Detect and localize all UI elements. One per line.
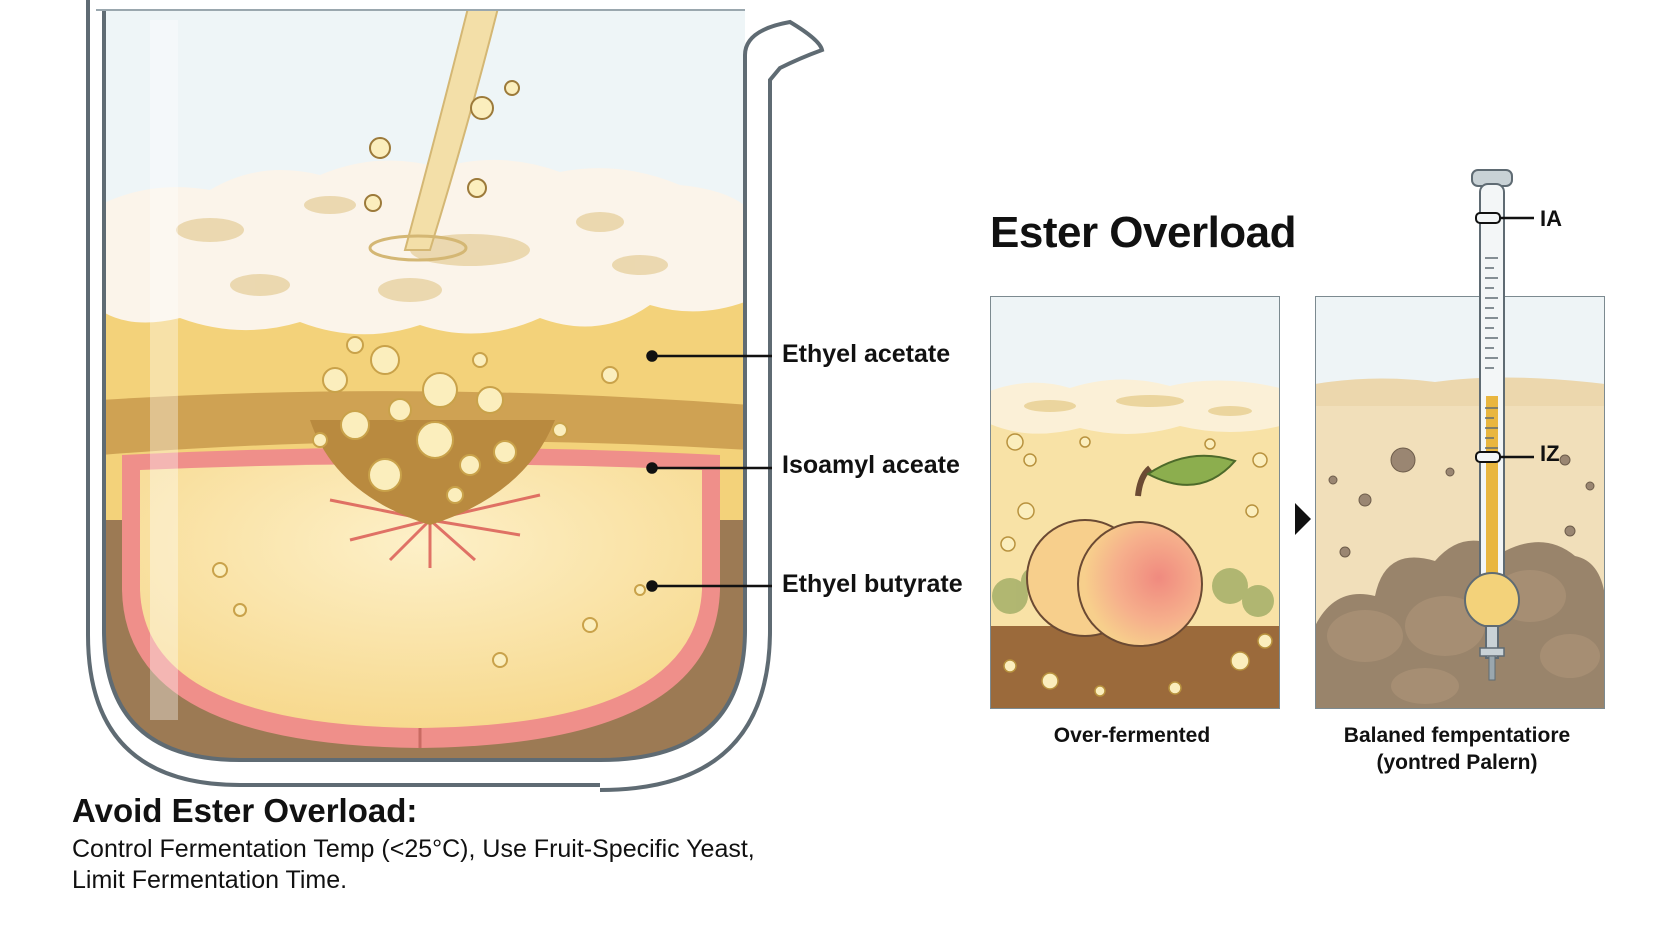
thermometer-mark-upper: IA [1540, 206, 1562, 231]
bubbles [212, 336, 646, 668]
section-title: Ester Overload [990, 208, 1297, 257]
tip-heading: Avoid Ester Overload: [72, 792, 418, 829]
thermometer-mark-lower: IZ [1540, 441, 1560, 466]
label-ethyl-acetate: Ethyel acetate [782, 340, 951, 368]
panel-over-fermented [990, 296, 1280, 709]
thermometer-icon [1464, 169, 1534, 681]
tip-body: Control Fermentation Temp (<25°C), Use F… [72, 834, 872, 896]
caption-balanced: Balaned fempentatiore (yontred Palern) [1343, 724, 1571, 774]
tip-line: Limit Fermentation Time. [72, 866, 348, 894]
label-isoamyl-acetate: Isoamyl aceate [782, 451, 960, 479]
label-ethyl-butyrate: Ethyel butyrate [782, 570, 963, 598]
beaker-outline [102, 10, 825, 792]
pour-stream [403, 10, 502, 251]
panel-balanced [1315, 296, 1605, 709]
caption-over-fermented: Over-fermented [1053, 724, 1211, 747]
arrow-right-icon [1295, 503, 1311, 535]
tip-line: Control Fermentation Temp (<25°C), Use F… [72, 835, 755, 863]
peach-icon [1026, 454, 1237, 647]
leader-lines [646, 350, 772, 592]
